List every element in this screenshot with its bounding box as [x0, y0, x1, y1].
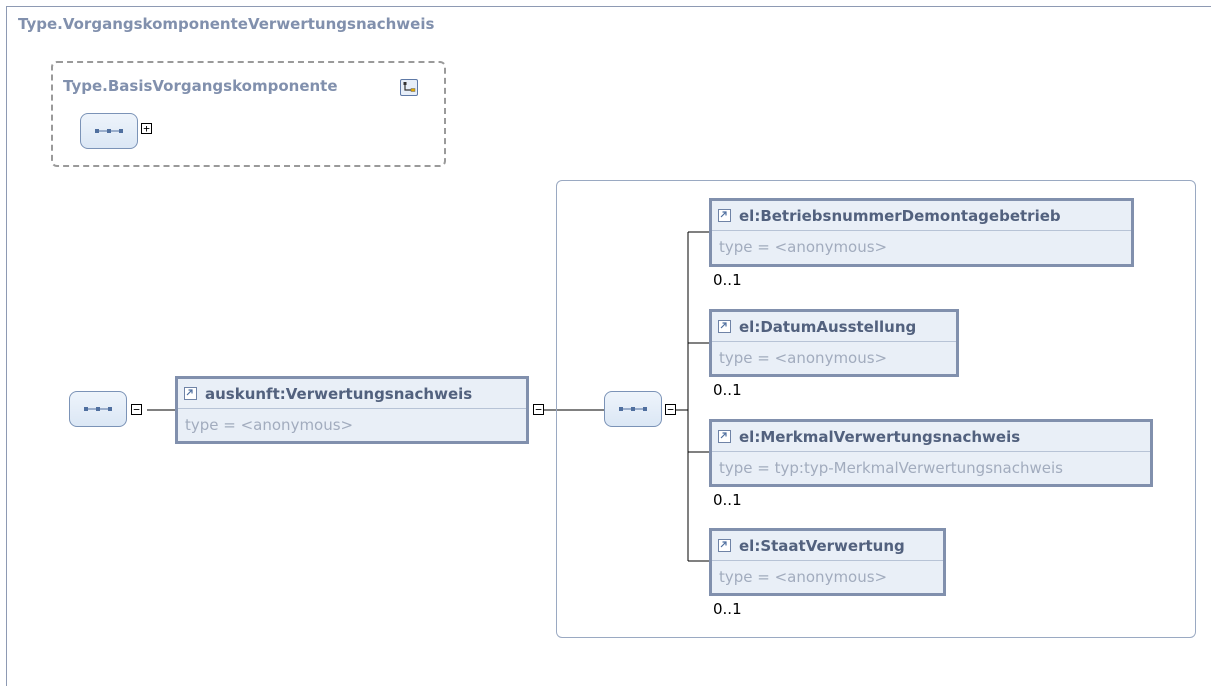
child-element-name: el:DatumAusstellung [739, 317, 917, 336]
occurrence-label: 0..1 [713, 600, 742, 618]
element-reference-icon [718, 539, 731, 552]
connector-lines [147, 231, 710, 562]
child-element-staat[interactable]: el:StaatVerwertung type = <anonymous> [709, 528, 946, 596]
child-element-betriebsnummer[interactable]: el:BetriebsnummerDemontagebetrieb type =… [709, 198, 1134, 267]
sequence-icon [619, 407, 647, 411]
type-title: Type.VorgangskomponenteVerwertungsnachwe… [18, 15, 435, 33]
element-reference-icon [718, 430, 731, 443]
inner-sequence-compositor[interactable] [604, 391, 662, 427]
child-element-type: type = typ:typ-MerkmalVerwertungsnachwei… [719, 458, 1063, 477]
child-element-type: type = <anonymous> [719, 348, 888, 367]
child-element-name: el:StaatVerwertung [739, 536, 905, 555]
root-element-collapse-button[interactable]: − [533, 404, 544, 415]
occurrence-label: 0..1 [713, 271, 742, 289]
inner-sequence-collapse-button[interactable]: − [665, 404, 676, 415]
outer-sequence-collapse-button[interactable]: − [131, 404, 142, 415]
sequence-icon [95, 129, 123, 133]
root-element-type: type = <anonymous> [185, 415, 354, 434]
element-reference-icon [184, 387, 197, 400]
root-element-box[interactable]: auskunft:Verwertungsnachweis type = <ano… [175, 376, 529, 444]
type-frame [6, 6, 1211, 686]
occurrence-label: 0..1 [713, 491, 742, 509]
element-reference-icon [718, 320, 731, 333]
child-element-datum[interactable]: el:DatumAusstellung type = <anonymous> [709, 309, 959, 377]
complex-type-icon [400, 79, 418, 96]
child-element-name: el:MerkmalVerwertungsnachweis [739, 427, 1021, 446]
occurrence-label: 0..1 [713, 381, 742, 399]
base-type-frame [51, 61, 446, 167]
child-element-type: type = <anonymous> [719, 567, 888, 586]
child-element-merkmal[interactable]: el:MerkmalVerwertungsnachweis type = typ… [709, 419, 1153, 487]
sequence-icon [84, 407, 112, 411]
base-sequence-compositor[interactable] [80, 113, 138, 149]
element-reference-icon [718, 209, 731, 222]
sequence-content-panel [556, 180, 1196, 638]
child-element-name: el:BetriebsnummerDemontagebetrieb [739, 206, 1061, 225]
child-element-type: type = <anonymous> [719, 237, 888, 256]
base-type-title: Type.BasisVorgangskomponente [63, 77, 338, 95]
outer-sequence-compositor[interactable] [69, 391, 127, 427]
root-element-name: auskunft:Verwertungsnachweis [205, 384, 473, 403]
base-expand-button[interactable]: + [141, 123, 152, 134]
